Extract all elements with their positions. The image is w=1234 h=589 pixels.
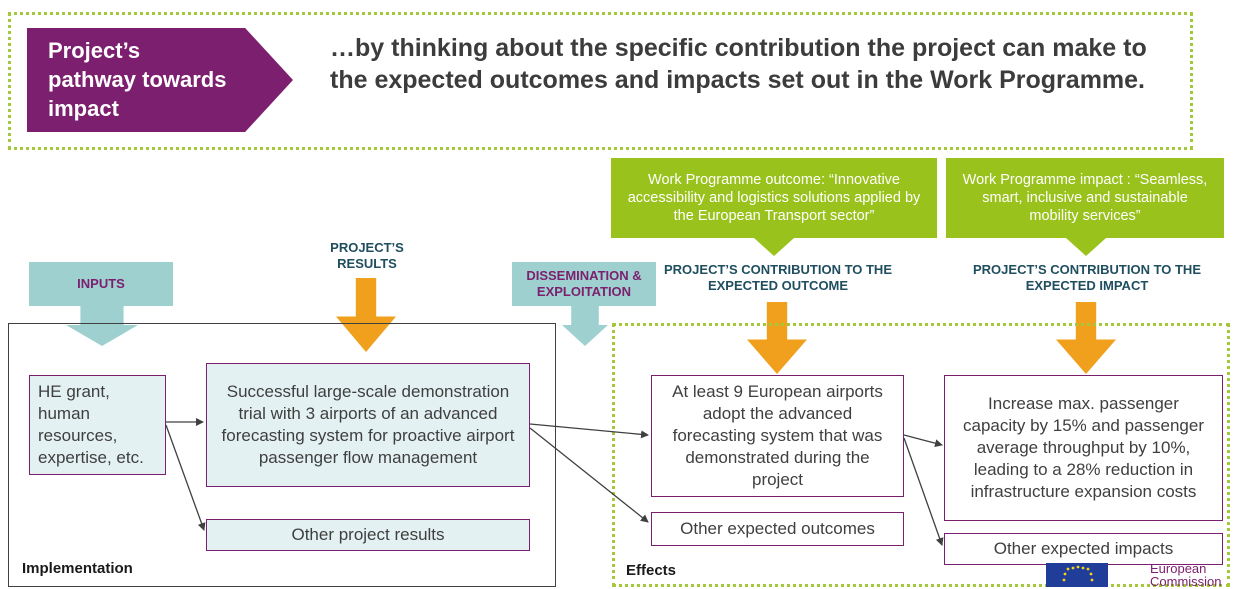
other-outcomes-box: Other expected outcomes (651, 512, 904, 546)
inputs-box-text: HE grant, human resources, expertise, et… (38, 382, 144, 467)
connector-outcome-to-impact (903, 434, 943, 448)
results-heading: PROJECT’S RESULTS (330, 240, 404, 271)
dissemination-heading: DISSEMINATION & EXPLOITATION (526, 268, 642, 299)
eu-stars-icon (1062, 565, 1094, 582)
work-programme-outcome-text: Work Programme outcome: “Innovative acce… (627, 172, 921, 224)
eu-flag-icon (1046, 563, 1108, 587)
other-outcomes-text: Other expected outcomes (680, 519, 875, 538)
work-programme-impact-text: Work Programme impact : “Seamless, smart… (962, 172, 1208, 224)
wordmark-line-2: Commission (1150, 574, 1222, 589)
main-result-box: Successful large-scale demonstration tri… (206, 363, 530, 487)
inputs-box: HE grant, human resources, expertise, et… (29, 375, 166, 475)
main-outcome-box: At least 9 European airports adopt the a… (651, 375, 904, 497)
contribution-impact-heading: PROJECT’S CONTRIBUTION TO THE EXPECTED I… (973, 262, 1201, 293)
effects-frame (612, 323, 1230, 587)
main-outcome-text: At least 9 European airports adopt the a… (672, 382, 883, 489)
effects-label: Effects (626, 562, 677, 579)
european-commission-wordmark: European Commission (1150, 562, 1234, 588)
connector-result-to-other-outcomes (529, 427, 649, 523)
other-results-text: Other project results (291, 525, 445, 544)
main-impact-text: Increase max. passenger capacity by 15% … (963, 394, 1204, 501)
inputs-heading-box: INPUTS (29, 262, 173, 306)
main-result-text: Successful large-scale demonstration tri… (221, 382, 515, 467)
work-programme-outcome-box: Work Programme outcome: “Innovative acce… (611, 158, 937, 238)
connector-inputs-to-other-results (165, 424, 206, 531)
connector-outcome-to-other-impacts (903, 437, 944, 546)
contribution-outcome-heading: PROJECT’S CONTRIBUTION TO THE EXPECTED O… (664, 262, 892, 293)
implementation-label: Implementation (22, 560, 133, 577)
wordmark-line-1: European (1150, 561, 1207, 576)
connector-result-to-outcome (529, 423, 649, 439)
work-programme-impact-box: Work Programme impact : “Seamless, smart… (946, 158, 1224, 238)
other-impacts-text: Other expected impacts (993, 539, 1174, 558)
pathway-chevron (27, 28, 293, 132)
dissemination-heading-box: DISSEMINATION & EXPLOITATION (512, 262, 656, 306)
inputs-heading: INPUTS (77, 276, 125, 291)
main-impact-box: Increase max. passenger capacity by 15% … (944, 375, 1223, 521)
intro-frame (8, 12, 1193, 150)
other-impacts-box: Other expected impacts (944, 533, 1223, 565)
other-results-box: Other project results (206, 519, 530, 551)
pathway-chevron-label: Project’s pathway towards impact (48, 38, 227, 121)
intro-text: …by thinking about the specific contribu… (330, 34, 1147, 94)
